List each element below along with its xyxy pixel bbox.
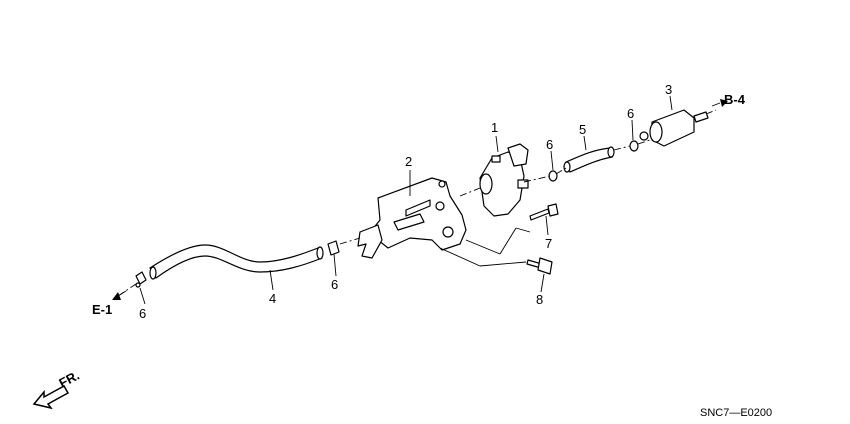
callout-part-2: 2	[405, 154, 412, 169]
reference-left: E-1	[92, 290, 127, 317]
callout-part-8: 8	[536, 292, 543, 307]
clamp-middle	[327, 240, 340, 256]
reference-label-left: E-1	[92, 302, 112, 317]
front-direction: FR.	[32, 368, 82, 410]
reference-label-right: B-4	[724, 92, 746, 107]
clamp-valve-side	[548, 170, 558, 182]
reference-right: B-4	[711, 92, 746, 107]
clamp-filter-side	[629, 140, 639, 152]
callout-part-6-left: 6	[139, 306, 146, 321]
callout-part-6-middle: 6	[331, 277, 338, 292]
clamp-left	[135, 271, 147, 288]
callout-part-3: 3	[665, 82, 672, 97]
solenoid-valve-part-1	[479, 143, 529, 217]
callout-leaders	[139, 95, 673, 305]
diagram-code: SNC7—E0200	[700, 407, 772, 419]
callout-part-4: 4	[269, 291, 276, 306]
arrow-left-icon	[112, 292, 121, 300]
bolt-part-8	[526, 257, 553, 275]
front-arrow-icon	[32, 384, 70, 410]
hose-part-5	[563, 146, 615, 173]
front-label: FR.	[56, 368, 82, 391]
assembly-lines	[117, 109, 717, 297]
filter-part-3	[639, 109, 709, 147]
hose-part-4	[149, 244, 324, 280]
arrow-right-icon	[720, 99, 728, 107]
bracket-part-2	[357, 177, 467, 259]
bolt-part-7	[529, 203, 559, 221]
callout-part-6-filter: 6	[627, 106, 634, 121]
callout-part-7: 7	[545, 236, 552, 251]
callout-part-6-valve: 6	[546, 137, 553, 152]
callout-part-5: 5	[579, 122, 586, 137]
callout-part-1: 1	[491, 120, 498, 135]
